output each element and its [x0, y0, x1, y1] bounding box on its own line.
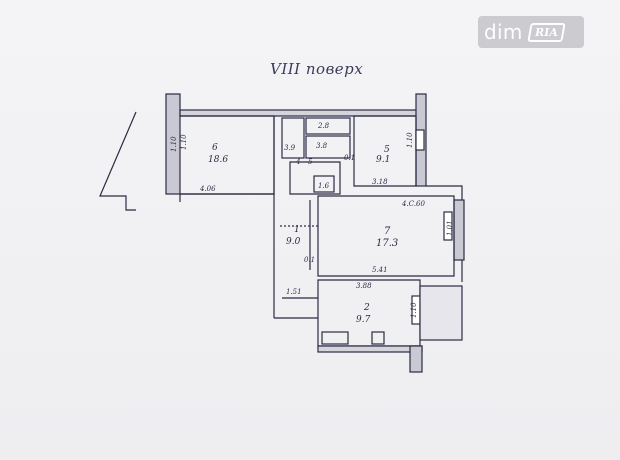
- bathroom-wc: [281, 117, 305, 159]
- small-label: 3.9: [284, 144, 296, 152]
- room-1-area: 9.0: [286, 237, 301, 247]
- wall-bottom: [317, 345, 423, 353]
- small-label: 2.8: [317, 122, 330, 130]
- room-2-area: 9.7: [356, 315, 371, 325]
- balcony-outline: [99, 111, 137, 211]
- dim-label: 1.01: [446, 220, 454, 236]
- room-2-number: 2: [363, 303, 370, 313]
- corridor-small: [289, 161, 341, 195]
- room-7-outline: [317, 195, 455, 277]
- watermark-brand: dim: [484, 20, 523, 44]
- dim-label: 3.88: [356, 282, 372, 290]
- room-6-area: 18.6: [208, 155, 228, 165]
- room-7-number: 7: [384, 226, 391, 237]
- room-7-area: 17.3: [376, 238, 398, 249]
- dim-label: 1.51: [286, 288, 302, 296]
- room-5-area: 9.1: [376, 155, 390, 165]
- room-5-outline: [353, 115, 417, 187]
- dim-label: 3.18: [372, 178, 388, 186]
- kitchen-stove: [371, 331, 385, 345]
- floor-title: VIII поверх: [270, 60, 364, 78]
- dim-label: 0.1: [304, 256, 315, 264]
- wall-top: [179, 109, 421, 117]
- dim-label: 1.10: [406, 132, 414, 148]
- bathroom-sink-area: [305, 135, 351, 159]
- wall-left-outer: [165, 93, 181, 195]
- dim-label: 1.10: [410, 302, 418, 318]
- window-room-7: [443, 211, 453, 241]
- bathroom-tub: [305, 117, 351, 135]
- dim-label: 5.41: [372, 266, 388, 274]
- dim-label: 1.6: [318, 182, 330, 190]
- room-5-number: 5: [384, 145, 390, 155]
- small-label: 1.10: [180, 134, 188, 150]
- room-6-number: 6: [212, 143, 218, 153]
- balcony-right: [419, 285, 463, 341]
- dim-label: 4.C.60: [401, 200, 425, 208]
- kitchen-counter: [321, 331, 349, 345]
- room-1-number: 1: [294, 225, 300, 235]
- small-label: 5: [308, 158, 313, 166]
- wall-right-middle: [453, 199, 465, 261]
- dim-label: 4.06: [199, 185, 216, 193]
- dim-label: 1.10: [170, 136, 178, 152]
- small-label: 3.8: [316, 142, 328, 150]
- dim-label: 0.1: [344, 154, 355, 162]
- closet-box: [313, 175, 335, 193]
- window-room-5: [415, 129, 425, 151]
- dimria-watermark: dim RIA: [478, 16, 584, 48]
- wall-bottom-right: [409, 345, 423, 373]
- small-label: 4: [295, 158, 300, 166]
